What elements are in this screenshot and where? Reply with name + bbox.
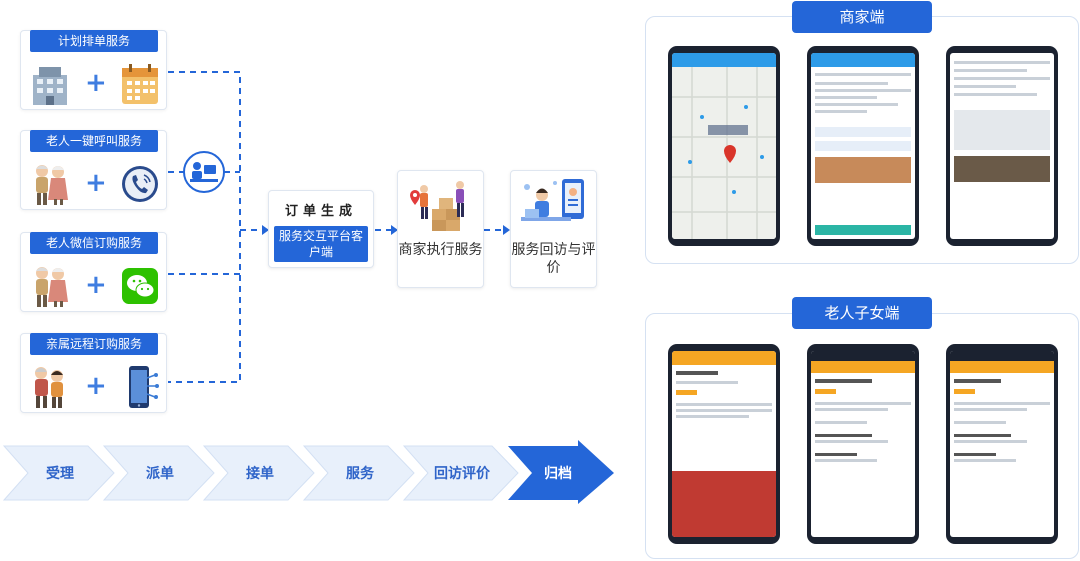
chevron-step-2 [102, 445, 215, 501]
service-card-title: 亲属远程订购服务 [30, 333, 158, 355]
service-card-title: 老人一键呼叫服务 [30, 130, 158, 152]
elderly-couple-icon [36, 165, 68, 205]
elder-phone-service-b [946, 344, 1058, 544]
phone-call-icon [122, 166, 158, 202]
wechat-icon [122, 268, 158, 304]
service-card-wechat[interactable]: 老人微信订购服务 + [20, 232, 167, 312]
plus-icon: + [85, 68, 107, 98]
merchant-phone-detail [807, 46, 919, 246]
family-icon [35, 367, 63, 408]
elder-panel-title: 老人子女端 [792, 297, 932, 329]
flow-connector-lines [168, 71, 510, 383]
service-card-plan[interactable]: 计划排单服务 + [20, 30, 167, 110]
service-card-title: 计划排单服务 [30, 30, 158, 52]
service-card-title: 老人微信订购服务 [30, 232, 158, 254]
process-chevrons [2, 440, 614, 504]
process-step-dispatch: 派单 [146, 466, 174, 482]
plus-icon: + [85, 371, 107, 401]
chevron-step-5 [402, 445, 519, 501]
elder-phone-service-a [807, 344, 919, 544]
feedback-illustration [521, 179, 584, 221]
calendar-icon [122, 64, 158, 104]
process-step-archive: 归档 [544, 466, 572, 482]
merchant-phone-record [946, 46, 1058, 246]
step-label: 商家执行服务 [398, 242, 483, 258]
step-merchant-execute: 商家执行服务 [397, 170, 484, 288]
merchant-phone-map [668, 46, 780, 246]
chevron-step-1 [2, 445, 115, 501]
order-generation-box: 订单生成 服务交互平台客户端 [268, 190, 374, 268]
elderly-couple-icon [36, 267, 68, 307]
merchant-panel-title: 商家端 [792, 1, 932, 33]
step-feedback: 服务回访与评价 [510, 170, 597, 288]
service-card-family[interactable]: 亲属远程订购服务 + [20, 333, 167, 413]
map-screen [672, 67, 776, 239]
step-label: 服务回访与评价 [511, 242, 596, 276]
mobile-phone-icon [129, 366, 159, 408]
process-step-serve: 服务 [346, 466, 374, 482]
chevron-step-4 [302, 445, 415, 501]
operator-desk-icon [183, 151, 225, 193]
service-card-call[interactable]: 老人一键呼叫服务 + [20, 130, 167, 210]
chevron-step-3 [202, 445, 315, 501]
plus-icon: + [85, 270, 107, 300]
process-step-revisit: 回访评价 [434, 466, 490, 482]
delivery-illustration [410, 181, 464, 231]
process-step-accept: 受理 [46, 466, 74, 482]
plus-icon: + [85, 168, 107, 198]
process-step-take: 接单 [246, 466, 274, 482]
chevron-step-6-active [508, 440, 614, 504]
elder-phone-product [668, 344, 780, 544]
order-client-button[interactable]: 服务交互平台客户端 [274, 226, 368, 262]
order-title: 订单生成 [284, 204, 357, 219]
building-icon [33, 67, 67, 105]
